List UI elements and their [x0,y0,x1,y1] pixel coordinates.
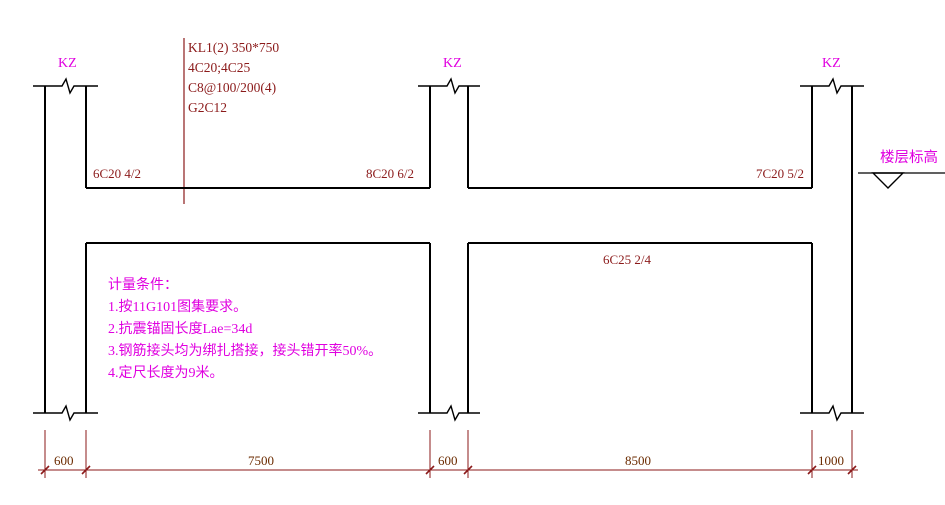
beam-spec: KL1(2) 350*750 4C20;4C25 C8@100/200(4) G… [188,40,279,115]
top-rebar-right: 7C20 5/2 [756,166,804,181]
dimension-label-4: 8500 [625,453,651,468]
column-right [800,77,864,422]
conditions-title: 计量条件： [108,276,178,293]
beam-spec-line-1: KL1(2) 350*750 [188,40,279,55]
dimension-label-3: 600 [438,453,458,468]
column-left [33,77,98,422]
elevation-triangle-icon [871,172,905,189]
floor-level-marker: 楼层标高 [858,149,945,189]
dimension-label-2: 7500 [248,453,274,468]
top-rebar-middle: 8C20 6/2 [366,166,414,181]
column-label-right: KZ [822,56,841,71]
column-label-middle: KZ [443,56,462,71]
floor-level-label: 楼层标高 [880,149,938,166]
condition-item-2: 2.抗震锚固长度Lae=34d [108,321,252,337]
beam-spec-line-4: G2C12 [188,100,227,115]
beam-spec-line-3: C8@100/200(4) [188,80,276,95]
top-rebar-left: 6C20 4/2 [93,166,141,181]
condition-item-3: 3.钢筋接头均为绑扎搭接，接头错开率50%。 [108,342,382,359]
beam-spec-line-2: 4C20;4C25 [188,60,251,75]
condition-item-4: 4.定尺长度为9米。 [108,365,224,381]
dimension-label-1: 600 [54,453,74,468]
dimension-label-5: 1000 [818,453,844,468]
conditions-block: 计量条件： 1.按11G101图集要求。 2.抗震锚固长度Lae=34d 3.钢… [108,276,382,381]
column-middle [418,77,480,422]
beam-outline [86,187,812,244]
dimension-line: 600 7500 600 8500 1000 [38,430,858,478]
condition-item-1: 1.按11G101图集要求。 [108,298,247,315]
column-label-left: KZ [58,56,77,71]
bottom-rebar-span2: 6C25 2/4 [603,252,652,267]
